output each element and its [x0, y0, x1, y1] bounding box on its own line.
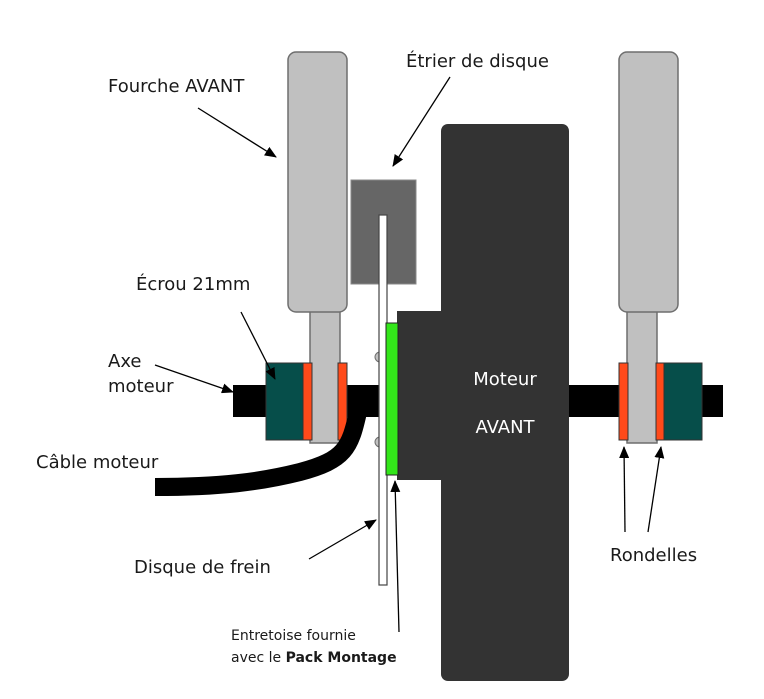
right-washer-inner	[618, 362, 629, 441]
left-nut	[265, 362, 305, 441]
label-nut: Écrou 21mm	[136, 273, 250, 295]
arrow-nut	[240, 311, 276, 380]
label-axle-line2: moteur	[108, 376, 174, 397]
label-motor-line1: Moteur	[473, 369, 537, 390]
left-fork-upper	[287, 51, 348, 313]
left-washer-outer	[302, 362, 313, 441]
right-nut	[663, 362, 703, 441]
right-fork-lower	[626, 309, 658, 444]
spacer	[385, 322, 399, 476]
label-spacer-pack: Pack Montage	[286, 650, 397, 666]
label-caliper: Étrier de disque	[406, 50, 549, 72]
right-fork-upper	[618, 51, 679, 313]
left-fork-lower	[309, 309, 341, 444]
label-spacer-prefix: avec le	[231, 650, 286, 666]
arrow-washer-left	[619, 446, 630, 533]
label-cable: Câble moteur	[36, 452, 159, 473]
label-disc: Disque de frein	[134, 557, 271, 578]
arrow-fork	[197, 107, 277, 158]
label-spacer-line1: Entretoise fournie	[231, 628, 356, 644]
arrow-disc	[308, 519, 377, 560]
arrow-washer-right	[647, 446, 665, 533]
motor-cable	[154, 410, 367, 496]
motor-hub-flange	[397, 311, 445, 480]
label-spacer-line2: avec le Pack Montage	[231, 650, 397, 666]
label-fork: Fourche AVANT	[108, 76, 245, 97]
motor-body	[441, 124, 569, 681]
arrow-axle	[154, 364, 234, 394]
arrow-caliper	[392, 76, 451, 167]
label-washers: Rondelles	[610, 545, 697, 566]
arrow-spacer	[390, 480, 401, 633]
label-axle-line1: Axe	[108, 351, 142, 372]
label-motor-line2: AVANT	[475, 417, 535, 438]
